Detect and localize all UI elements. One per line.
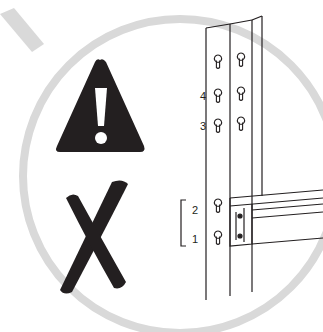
beam — [230, 190, 323, 246]
callout-number: 2 — [192, 205, 198, 216]
x-mark — [60, 180, 128, 293]
callout-number: 4 — [200, 91, 206, 102]
callout-number: 1 — [192, 234, 198, 245]
arrow-fragment — [0, 8, 44, 52]
bracket — [181, 200, 186, 246]
ring — [23, 19, 323, 332]
warning-triangle — [56, 59, 145, 152]
upright — [206, 16, 262, 300]
callout-number: 3 — [200, 121, 206, 132]
